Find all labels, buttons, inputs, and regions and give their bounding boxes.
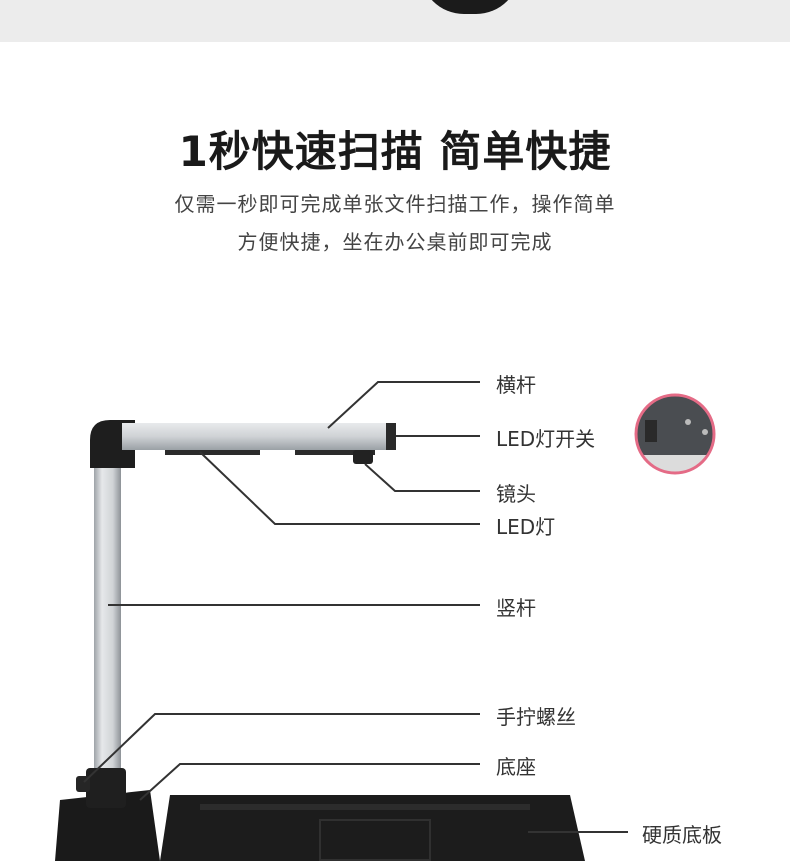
page-title: 1秒快速扫描 简单快捷 <box>178 127 612 176</box>
label-crossbar: 横杆 <box>496 373 536 397</box>
led-strip-left <box>165 450 260 455</box>
leader-base <box>139 763 480 801</box>
board-inner-panel <box>319 819 431 861</box>
top-product-band <box>0 0 790 42</box>
leader-lines <box>83 381 628 833</box>
leader-crossbar <box>327 381 480 429</box>
label-hand-screw: 手拧螺丝 <box>496 705 576 729</box>
lens-shape <box>353 450 373 464</box>
hard-board-shape <box>160 795 585 861</box>
label-led-switch: LED灯开关 <box>496 427 596 451</box>
led-strip-right <box>295 450 375 455</box>
label-led-light: LED灯 <box>496 515 556 539</box>
detail-circle-ring <box>634 393 716 475</box>
leader-lens <box>364 463 480 492</box>
subtitle-line-2: 方便快捷，坐在办公桌前即可完成 <box>237 230 553 254</box>
board-edge-detail <box>200 804 530 810</box>
crossbar-shape <box>122 423 392 450</box>
leader-hand-screw <box>83 713 480 783</box>
vertical-pole-shape <box>94 462 121 782</box>
label-hard-board: 硬质底板 <box>642 823 722 847</box>
leader-led-light <box>199 451 480 525</box>
base-block <box>55 790 160 861</box>
pole-collar <box>86 768 126 808</box>
label-base: 底座 <box>496 755 536 779</box>
subtitle-line-1: 仅需一秒即可完成单张文件扫描工作，操作简单 <box>174 192 616 216</box>
label-lens: 镜头 <box>496 482 536 506</box>
label-vertical-pole: 竖杆 <box>496 596 536 620</box>
crossbar-end-cap <box>386 423 396 450</box>
